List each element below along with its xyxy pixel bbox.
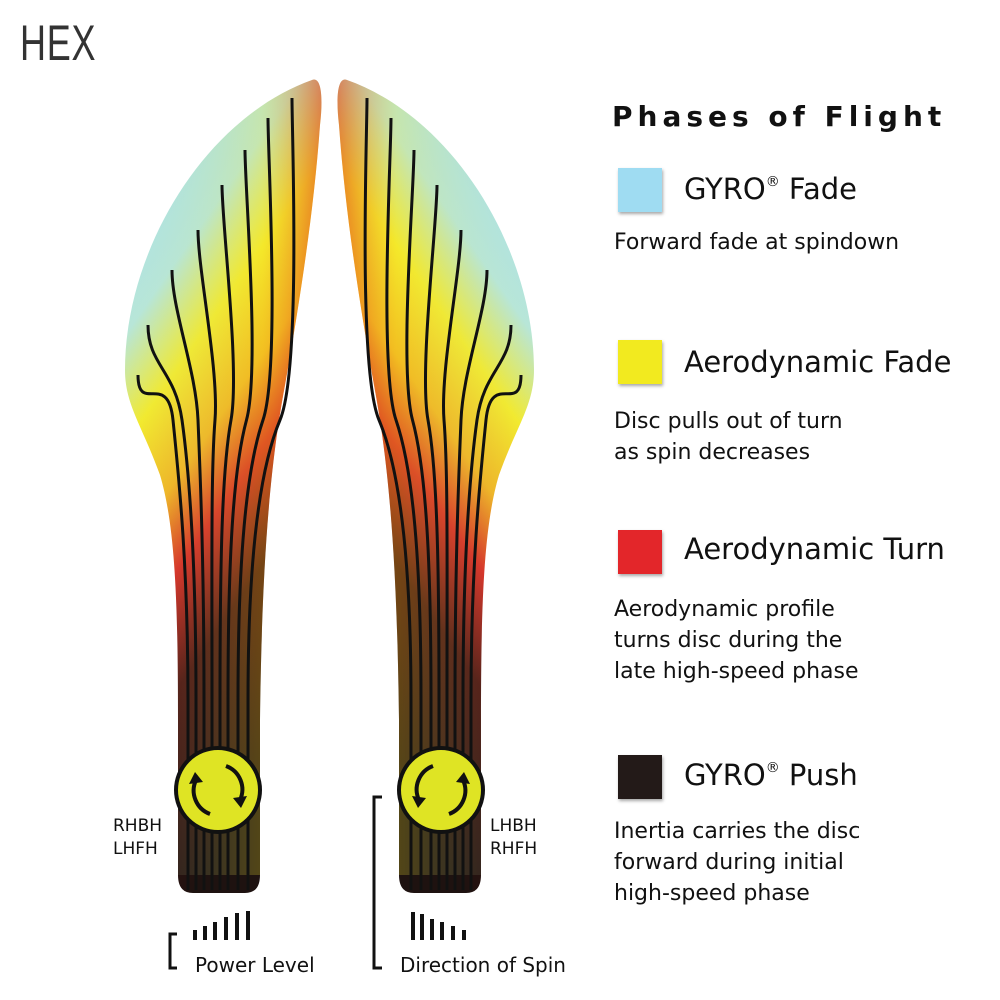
legend-swatch-gyro-fade — [618, 168, 662, 212]
direction-spin-icon — [411, 912, 466, 940]
flight-path-line — [385, 117, 423, 890]
legend-swatch-aero-fade — [618, 340, 662, 384]
desc-line: Disc pulls out of turn — [614, 409, 843, 434]
flight-path-line — [170, 269, 206, 890]
flight-path-line — [461, 324, 513, 890]
flight-path-line — [196, 229, 217, 890]
legend-heading-text: GYRO — [684, 758, 766, 792]
spin-counterclockwise-icon — [397, 746, 485, 834]
flight-path-line — [453, 269, 489, 890]
throw-label: RHBH — [113, 816, 163, 836]
desc-line: forward during initial — [614, 850, 844, 875]
desc-line: late high-speed phase — [614, 659, 859, 684]
flight-path-line — [226, 149, 254, 890]
desc-line: turns disc during the — [614, 628, 843, 653]
legend-heading: Aerodynamic Fade — [684, 345, 951, 379]
right-flight-shape — [337, 79, 534, 894]
legend-desc: Inertia carries the disc forward during i… — [614, 816, 860, 909]
legend-heading: GYRO® Push — [684, 758, 858, 792]
desc-line: as spin decreases — [614, 440, 811, 465]
power-level-icon — [193, 911, 250, 940]
flight-path-line — [423, 184, 441, 890]
flight-path-line — [469, 374, 523, 890]
registered-mark: ® — [765, 174, 780, 190]
power-level-caption: Power Level — [195, 953, 315, 977]
spin-bracket — [372, 795, 382, 970]
desc-line: Aerodynamic profile — [614, 597, 835, 622]
flight-path-line — [363, 97, 413, 890]
legend-desc: Forward fade at spindown — [614, 227, 899, 258]
legend-heading: GYRO® Fade — [684, 172, 857, 206]
flight-path-line — [236, 117, 274, 890]
flight-path-line — [246, 97, 296, 890]
registered-mark: ® — [765, 760, 780, 776]
left-flight-shape — [125, 79, 322, 894]
legend-heading-suffix: Push — [779, 758, 858, 792]
right-throw-labels: LHBH RHFH — [490, 815, 537, 861]
legend-heading-suffix: Fade — [779, 172, 857, 206]
legend-heading: Aerodynamic Turn — [684, 532, 945, 566]
flight-path-line — [442, 229, 463, 890]
throw-label: LHBH — [490, 816, 537, 836]
legend-swatch-aero-turn — [618, 530, 662, 574]
desc-line: Forward fade at spindown — [614, 230, 900, 255]
legend-heading-text: Aerodynamic Turn — [684, 532, 945, 566]
legend-swatch-gyro-push — [618, 755, 662, 799]
desc-line: Inertia carries the disc — [614, 819, 861, 844]
legend-desc: Aerodynamic profile turns disc during the… — [614, 594, 859, 687]
desc-line: high-speed phase — [614, 881, 810, 906]
flight-path-line — [218, 184, 236, 890]
power-bracket — [168, 932, 177, 970]
spin-clockwise-icon — [174, 746, 262, 834]
flight-path-line — [405, 149, 433, 890]
legend-heading-text: GYRO — [684, 172, 766, 206]
flight-path-line — [146, 324, 198, 890]
left-throw-labels: RHBH LHFH — [113, 815, 162, 861]
legend-heading-text: Aerodynamic Fade — [684, 345, 952, 379]
legend-desc: Disc pulls out of turn as spin decreases — [614, 406, 843, 468]
throw-label: RHFH — [490, 839, 538, 859]
throw-label: LHFH — [113, 839, 158, 859]
brand-logo: HEX — [20, 15, 97, 71]
flight-path-line — [136, 374, 190, 890]
legend-title: Phases of Flight — [612, 100, 947, 133]
direction-spin-caption: Direction of Spin — [400, 953, 566, 977]
